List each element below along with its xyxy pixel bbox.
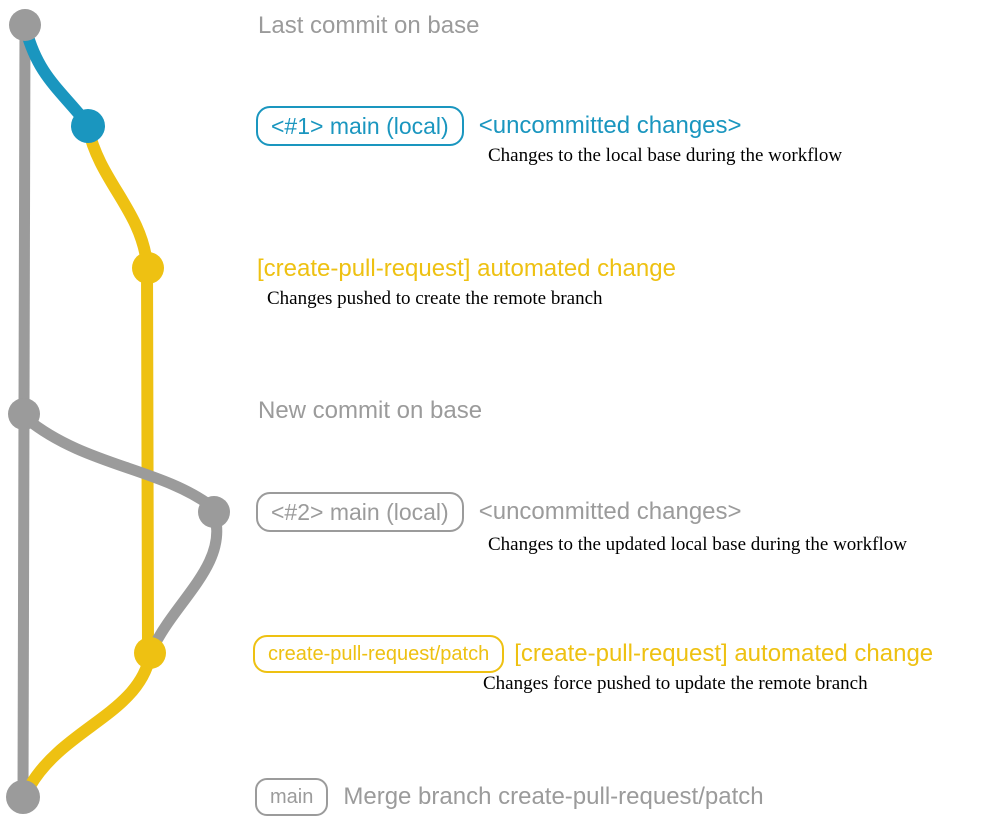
push2-caption: Changes force pushed to update the remot… bbox=[483, 673, 868, 694]
branch2-pill: <#2> main (local) bbox=[256, 492, 464, 532]
merge-title: Merge branch create-pull-request/patch bbox=[343, 783, 764, 810]
branch1-row: <#1> main (local) <uncommitted changes> bbox=[256, 106, 742, 146]
push2-pill: create-pull-request/patch bbox=[253, 635, 505, 673]
base-update-curve bbox=[21, 413, 217, 512]
new-commit-on-base-label: New commit on base bbox=[258, 397, 483, 424]
branch1-pill: <#1> main (local) bbox=[256, 106, 464, 146]
rebase-curve bbox=[148, 511, 223, 652]
commit-node-last-base bbox=[9, 9, 41, 41]
push1-caption: Changes pushed to create the remote bran… bbox=[267, 288, 603, 309]
commit-node-new-base bbox=[8, 398, 40, 430]
branch2-row: <#2> main (local) <uncommitted changes> bbox=[256, 492, 742, 532]
commit-node-local-1 bbox=[71, 109, 105, 143]
branch1-status-label: <uncommitted changes> bbox=[478, 112, 742, 139]
commit-node-local-2 bbox=[198, 496, 230, 528]
last-commit-on-base-label: Last commit on base bbox=[258, 12, 480, 39]
push2-title: [create-pull-request] automated change bbox=[514, 640, 934, 667]
local-changes-curve bbox=[20, 24, 91, 127]
merge-row: main Merge branch create-pull-request/pa… bbox=[255, 777, 764, 817]
branch2-status-label: <uncommitted changes> bbox=[478, 498, 742, 525]
commit-node-automated-2 bbox=[134, 637, 166, 669]
merge-pill: main bbox=[255, 778, 329, 816]
commit-node-merge bbox=[6, 780, 40, 814]
push1-title: [create-pull-request] automated change bbox=[257, 255, 676, 282]
branch2-caption: Changes to the updated local base during… bbox=[488, 534, 907, 555]
merge-curve bbox=[24, 650, 156, 792]
branch-line-create-pull-request bbox=[82, 122, 154, 656]
branch1-caption: Changes to the local base during the wor… bbox=[488, 145, 843, 166]
push2-row: create-pull-request/patch [create-pull-r… bbox=[253, 635, 933, 673]
commit-node-automated-1 bbox=[132, 252, 164, 284]
